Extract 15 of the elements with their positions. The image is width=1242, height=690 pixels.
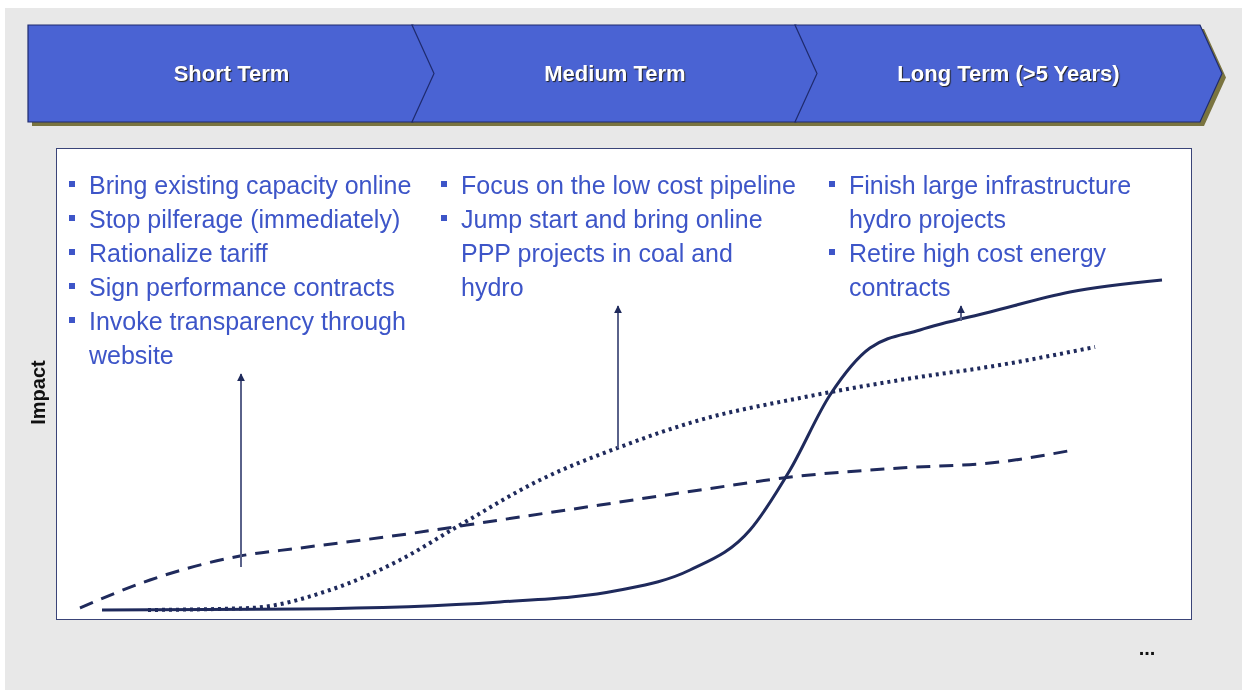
bullet-item: Focus on the low cost pipeline — [433, 168, 798, 202]
arrow — [614, 305, 622, 449]
ellipsis: ... — [1138, 636, 1156, 660]
bullet-item: Stop pilferage (immediately) — [61, 202, 429, 236]
bullet-item: Retire high cost energy contracts — [821, 236, 1149, 304]
bullet-item: Jump start and bring online PPP projects in coal and hydro — [433, 202, 798, 304]
bullet-item: Rationalize tariff — [61, 236, 429, 270]
bullet-item: Sign performance contracts — [61, 270, 429, 304]
bullet-item: Invoke transparency through website — [61, 304, 429, 372]
bullet-item: Finish large infrastructure hydro projects — [821, 168, 1149, 236]
arrow — [237, 373, 245, 568]
arrow — [957, 305, 965, 322]
bullet-item: Bring existing capacity online — [61, 168, 429, 202]
chart-panel — [56, 148, 1192, 620]
axis-label: Impact — [26, 359, 50, 425]
